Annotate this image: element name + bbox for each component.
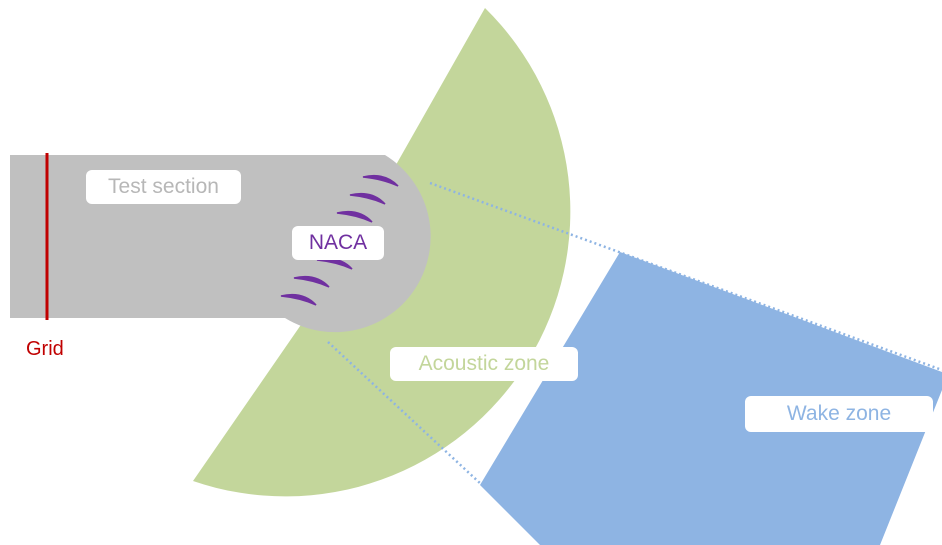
acoustic-zone-label: Acoustic zone <box>390 347 578 381</box>
naca-airfoil <box>362 174 399 187</box>
lower-dotted-boundary <box>327 341 483 486</box>
grid-label: Grid <box>26 338 64 360</box>
naca-label: NACA <box>292 226 384 260</box>
naca-airfoil <box>336 210 373 223</box>
naca-airfoil <box>280 293 317 306</box>
naca-airfoil <box>349 192 386 205</box>
wake-zone-shape <box>480 252 942 545</box>
wake-zone-label: Wake zone <box>745 396 933 432</box>
test-section-label: Test section <box>86 170 241 204</box>
naca-airfoil <box>293 275 330 288</box>
upper-dotted-boundary <box>429 181 942 372</box>
